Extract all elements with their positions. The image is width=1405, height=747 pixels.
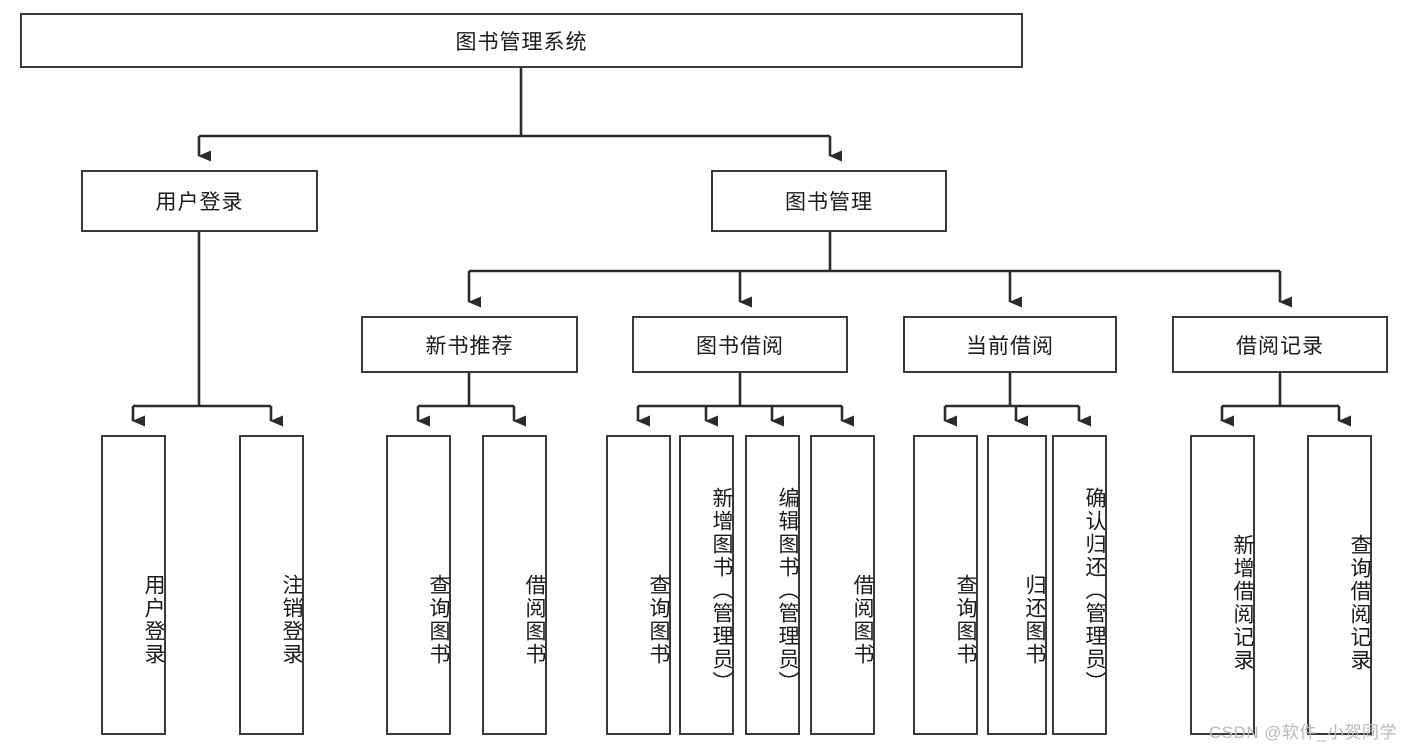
node-leaf-query-borrow-record-label: 查询借阅记录 xyxy=(1348,533,1371,672)
node-leaf-borrow-book-2[interactable]: 借阅图书 xyxy=(810,435,875,735)
node-leaf-query-book-1-label: 查询图书 xyxy=(427,574,450,666)
node-leaf-query-book-3[interactable]: 查询图书 xyxy=(913,435,978,735)
node-borrow-records-label: 借阅记录 xyxy=(1236,334,1324,358)
node-leaf-query-borrow-record[interactable]: 查询借阅记录 xyxy=(1307,435,1372,735)
node-new-book-recommend[interactable]: 新书推荐 xyxy=(361,316,578,373)
node-leaf-user-login-label: 用户登录 xyxy=(142,574,165,666)
node-root-label: 图书管理系统 xyxy=(455,30,588,54)
node-leaf-add-borrow-record[interactable]: 新增借阅记录 xyxy=(1190,435,1255,735)
node-leaf-logout[interactable]: 注销登录 xyxy=(239,435,304,735)
node-leaf-confirm-return-label: 确认归还（管理员） xyxy=(1083,486,1106,694)
node-current-borrow-label: 当前借阅 xyxy=(966,334,1054,358)
node-book-management-label: 图书管理 xyxy=(785,191,873,214)
node-leaf-return-book-label: 归还图书 xyxy=(1023,574,1046,666)
node-book-borrow[interactable]: 图书借阅 xyxy=(632,316,848,373)
node-leaf-borrow-book-1-label: 借阅图书 xyxy=(523,574,546,666)
node-root[interactable]: 图书管理系统 xyxy=(20,13,1023,68)
node-leaf-query-book-2-label: 查询图书 xyxy=(647,574,670,666)
node-leaf-borrow-book-1[interactable]: 借阅图书 xyxy=(482,435,547,735)
node-leaf-add-book-label: 新增图书（管理员） xyxy=(710,486,733,694)
node-user-login-label: 用户登录 xyxy=(155,191,244,214)
node-leaf-query-book-2[interactable]: 查询图书 xyxy=(606,435,671,735)
node-leaf-query-book-3-label: 查询图书 xyxy=(954,574,977,666)
node-user-login[interactable]: 用户登录 xyxy=(81,170,318,232)
node-leaf-add-borrow-record-label: 新增借阅记录 xyxy=(1231,533,1254,672)
node-leaf-return-book[interactable]: 归还图书 xyxy=(987,435,1047,735)
node-leaf-borrow-book-2-label: 借阅图书 xyxy=(851,574,874,666)
node-book-management[interactable]: 图书管理 xyxy=(711,170,947,232)
node-leaf-edit-book-label: 编辑图书（管理员） xyxy=(776,486,799,694)
node-current-borrow[interactable]: 当前借阅 xyxy=(903,316,1117,373)
watermark: CSDN @软件_小贺同学 xyxy=(1208,723,1397,742)
node-leaf-edit-book[interactable]: 编辑图书（管理员） xyxy=(745,435,800,735)
node-new-book-recommend-label: 新书推荐 xyxy=(425,334,514,358)
node-book-borrow-label: 图书借阅 xyxy=(696,334,784,358)
node-borrow-records[interactable]: 借阅记录 xyxy=(1172,316,1388,373)
node-leaf-confirm-return[interactable]: 确认归还（管理员） xyxy=(1052,435,1107,735)
node-leaf-query-book-1[interactable]: 查询图书 xyxy=(386,435,451,735)
node-leaf-add-book[interactable]: 新增图书（管理员） xyxy=(679,435,734,735)
node-leaf-logout-label: 注销登录 xyxy=(280,574,303,666)
node-leaf-user-login[interactable]: 用户登录 xyxy=(101,435,166,735)
